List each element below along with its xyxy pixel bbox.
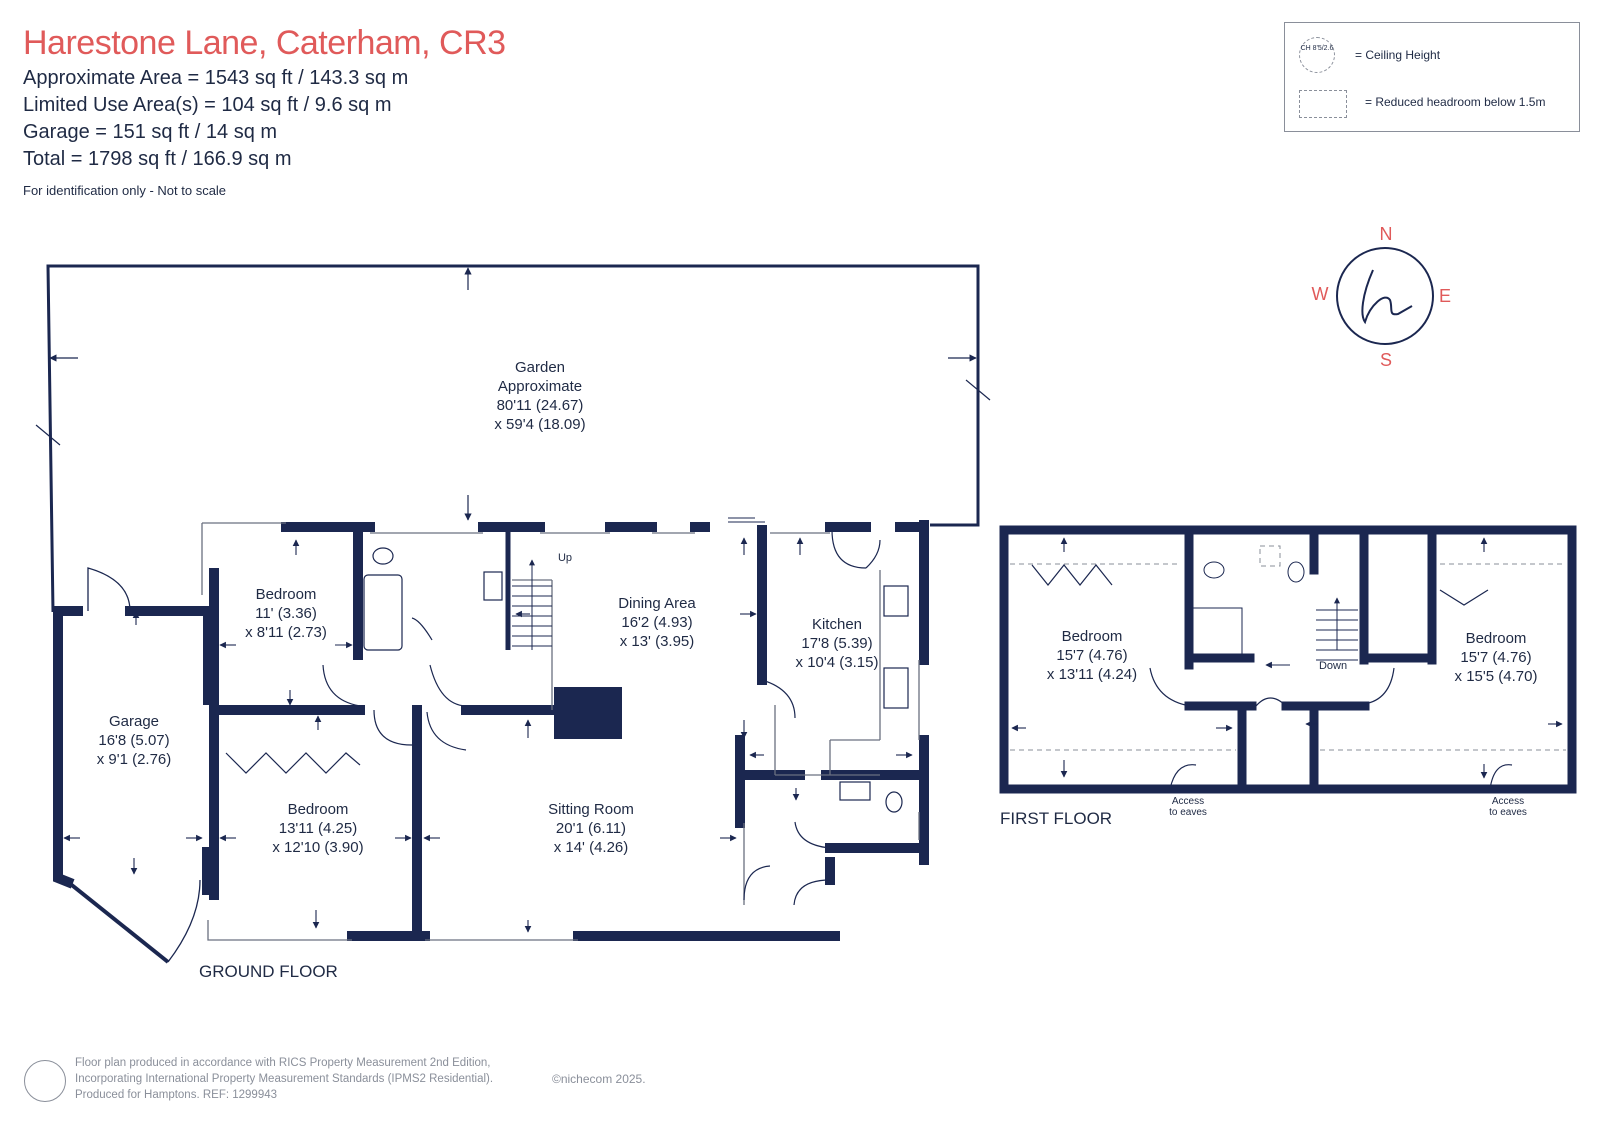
ff-bed2-name: Bedroom bbox=[1466, 630, 1527, 647]
bedroom2-dim1: 13'11 (4.25) bbox=[279, 820, 357, 837]
sitting-dim1: 20'1 (6.11) bbox=[556, 820, 626, 837]
rics-logo-icon bbox=[24, 1060, 66, 1102]
ground-floor-walls bbox=[53, 520, 929, 941]
ground-floor-label: GROUND FLOOR bbox=[199, 962, 338, 981]
bedroom2-name: Bedroom bbox=[288, 801, 349, 818]
ff-bed2-dim2: x 15'5 (4.70) bbox=[1455, 668, 1538, 685]
garage-dim2: x 9'1 (2.76) bbox=[97, 751, 172, 768]
bedroom1-dim1: 11' (3.36) bbox=[255, 605, 317, 622]
compass-s: S bbox=[1380, 350, 1392, 370]
bathtub bbox=[363, 574, 403, 651]
access-eaves-1b: to eaves bbox=[1169, 807, 1207, 818]
access-eaves-2a: Access bbox=[1492, 796, 1524, 807]
garden-line2: Approximate bbox=[498, 378, 582, 395]
kitchen-name: Kitchen bbox=[812, 616, 862, 633]
first-floor-label: FIRST FLOOR bbox=[1000, 809, 1112, 828]
ff-bed2-dim1: 15'7 (4.76) bbox=[1460, 649, 1531, 666]
footer-line1: Floor plan produced in accordance with R… bbox=[75, 1057, 491, 1069]
footer-text: Floor plan produced in accordance with R… bbox=[75, 1055, 493, 1103]
limited-use-area: Limited Use Area(s) = 104 sq ft / 9.6 sq… bbox=[23, 94, 392, 116]
compass-w: W bbox=[1312, 284, 1329, 304]
first-floor-walls bbox=[999, 525, 1577, 794]
dining-name: Dining Area bbox=[618, 595, 696, 612]
page-title: Harestone Lane, Caterham, CR3 bbox=[23, 24, 506, 62]
access-eaves-1a: Access bbox=[1172, 796, 1204, 807]
toilet-ground bbox=[372, 547, 394, 565]
access-eaves-2b: to eaves bbox=[1489, 807, 1527, 818]
garage-name: Garage bbox=[109, 713, 159, 730]
compass-n: N bbox=[1380, 224, 1393, 244]
garage-area: Garage = 151 sq ft / 14 sq m bbox=[23, 121, 278, 143]
dining-dim2: x 13' (3.95) bbox=[620, 633, 695, 650]
scale-note: For identification only - Not to scale bbox=[23, 183, 227, 198]
compass-e: E bbox=[1439, 286, 1451, 306]
compass-logo-mark bbox=[1361, 269, 1413, 325]
bedroom1-name: Bedroom bbox=[256, 586, 317, 603]
total-area: Total = 1798 sq ft / 166.9 sq m bbox=[23, 148, 292, 170]
copyright: ©nichecom 2025. bbox=[552, 1072, 646, 1086]
ceiling-height-badge: CH 8'5/2.6 bbox=[1299, 37, 1335, 73]
legend-reduced-headroom: = Reduced headroom below 1.5m bbox=[1365, 95, 1546, 109]
reduced-headroom-swatch bbox=[1299, 90, 1347, 118]
kitchen-dim1: 17'8 (5.39) bbox=[801, 635, 872, 652]
garden-dim2: x 59'4 (18.09) bbox=[494, 416, 585, 433]
sitting-name: Sitting Room bbox=[548, 801, 634, 818]
approx-area: Approximate Area = 1543 sq ft / 143.3 sq… bbox=[23, 67, 409, 89]
ff-bed1-dim1: 15'7 (4.76) bbox=[1056, 647, 1127, 664]
footer-line2: Incorporating International Property Mea… bbox=[75, 1073, 494, 1085]
legend-ceiling-height: = Ceiling Height bbox=[1355, 48, 1441, 62]
garden bbox=[46, 264, 980, 613]
chimney-block bbox=[554, 687, 622, 739]
dining-dim1: 16'2 (4.93) bbox=[621, 614, 692, 631]
kitchen-dim2: x 10'4 (3.15) bbox=[796, 654, 879, 671]
bedroom2-dim2: x 12'10 (3.90) bbox=[272, 839, 363, 856]
garden-dim1: 80'11 (24.67) bbox=[497, 397, 584, 414]
sitting-dim2: x 14' (4.26) bbox=[554, 839, 629, 856]
stairs-ground bbox=[512, 559, 552, 650]
ff-bed1-dim2: x 13'11 (4.24) bbox=[1047, 666, 1137, 683]
ff-bed1-name: Bedroom bbox=[1062, 628, 1123, 645]
stairs-down-label: Down bbox=[1319, 660, 1347, 672]
stairs-first bbox=[1191, 561, 1358, 661]
legend-box: CH 8'5/2.6 = Ceiling Height = Reduced he… bbox=[1284, 22, 1580, 132]
stairs-up-label: Up bbox=[558, 552, 572, 564]
garden-name: Garden bbox=[515, 359, 565, 376]
compass: N S E W bbox=[1312, 224, 1452, 370]
bedroom1-dim2: x 8'11 (2.73) bbox=[245, 624, 327, 641]
garage-dim1: 16'8 (5.07) bbox=[98, 732, 169, 749]
footer-line3: Produced for Hamptons. REF: 1299943 bbox=[75, 1089, 278, 1101]
compass-ring bbox=[1336, 247, 1434, 345]
